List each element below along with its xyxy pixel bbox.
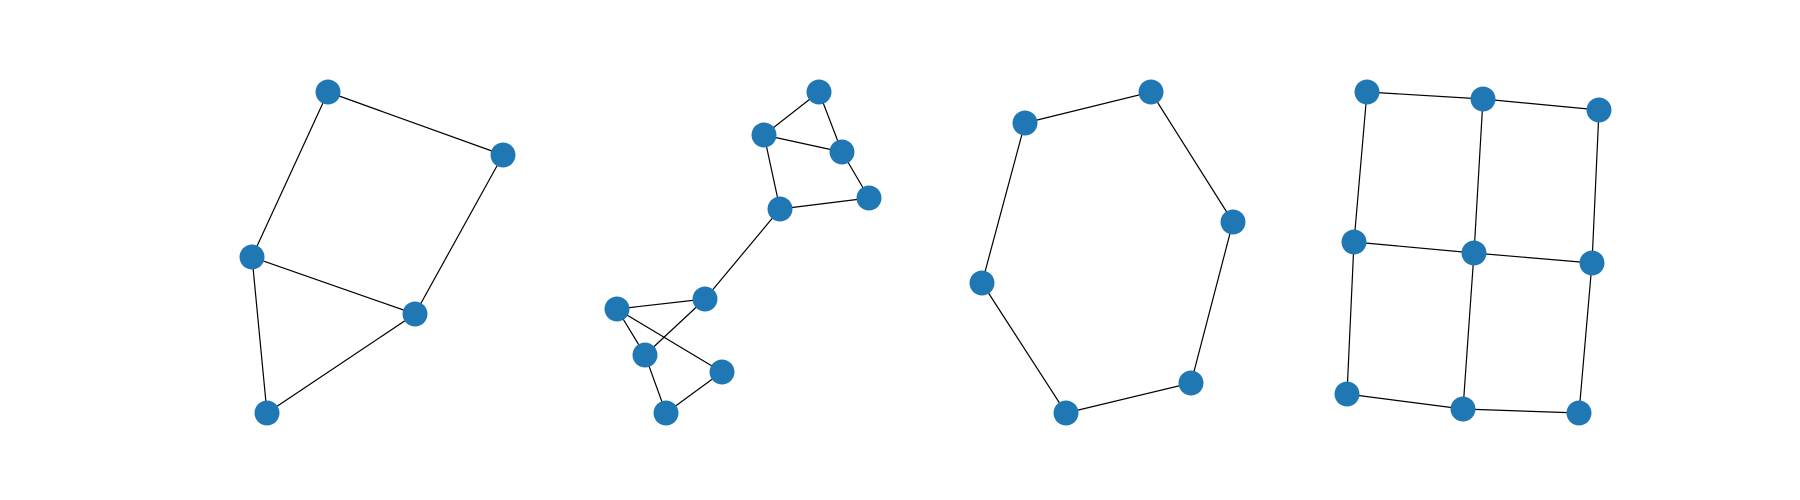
graph-edge <box>1190 221 1234 384</box>
graph-edge <box>1591 109 1600 264</box>
graph-edge <box>1353 91 1368 243</box>
graph-node <box>632 342 658 368</box>
graph-edge <box>1462 252 1475 410</box>
graph-node <box>1566 400 1592 426</box>
graph-node <box>653 400 679 426</box>
graph-edge <box>644 298 706 356</box>
graph-edge <box>1065 382 1192 414</box>
graph-node <box>315 79 341 105</box>
graph-node <box>1586 97 1612 123</box>
graph-edge <box>251 256 416 315</box>
graph-edge <box>616 298 706 310</box>
graph-edge <box>1482 98 1600 111</box>
graph-edge <box>1473 252 1593 264</box>
graph-edge <box>1578 262 1593 414</box>
graph-edge <box>1353 241 1475 254</box>
graph-node <box>402 301 428 327</box>
graph-edge <box>704 208 781 300</box>
graph-edge <box>1346 241 1355 395</box>
graph-edge <box>327 91 504 156</box>
graph-node <box>692 286 718 312</box>
graph-node <box>856 185 882 211</box>
graph-edge <box>981 282 1067 414</box>
graph-edge <box>1150 91 1234 223</box>
graph-node <box>969 270 995 296</box>
graph-node <box>751 122 777 148</box>
graph-edge <box>1473 98 1484 254</box>
graph-panel-grid <box>1334 79 1612 426</box>
graph-edge <box>251 91 329 258</box>
graph-node <box>1178 370 1204 396</box>
graph-node <box>1341 229 1367 255</box>
graph-node <box>1220 209 1246 235</box>
graph-node <box>604 296 630 322</box>
graph-node <box>1450 396 1476 422</box>
graph-edge <box>1024 91 1152 124</box>
graph-edge <box>1346 393 1464 410</box>
graph-node <box>806 79 832 105</box>
graph-panel-bridged-cliques <box>604 79 882 426</box>
graph-node <box>254 400 280 426</box>
graph-edge <box>266 313 416 414</box>
graph-node <box>239 244 265 270</box>
graph-edge <box>981 122 1026 284</box>
graph-node <box>1579 250 1605 276</box>
graph-edge <box>763 134 781 210</box>
graph-node <box>490 142 516 168</box>
graph-edge <box>616 308 723 373</box>
graph-node <box>1354 79 1380 105</box>
graph-node <box>767 196 793 222</box>
graph-edge <box>1366 91 1484 100</box>
graph-panel-hexagon <box>969 79 1246 426</box>
graph-edge <box>414 154 504 315</box>
graph-node <box>1470 86 1496 112</box>
graph-node <box>1138 79 1164 105</box>
graph-node <box>709 359 735 385</box>
graph-node <box>1334 381 1360 407</box>
graph-node <box>829 139 855 165</box>
graph-edge <box>779 197 870 210</box>
graph-node <box>1053 400 1079 426</box>
graph-edge <box>763 134 843 153</box>
graph-edge <box>251 256 268 414</box>
graph-node <box>1461 240 1487 266</box>
graph-panel-house <box>239 79 516 426</box>
graph-edge <box>1462 408 1580 414</box>
graph-node <box>1012 110 1038 136</box>
